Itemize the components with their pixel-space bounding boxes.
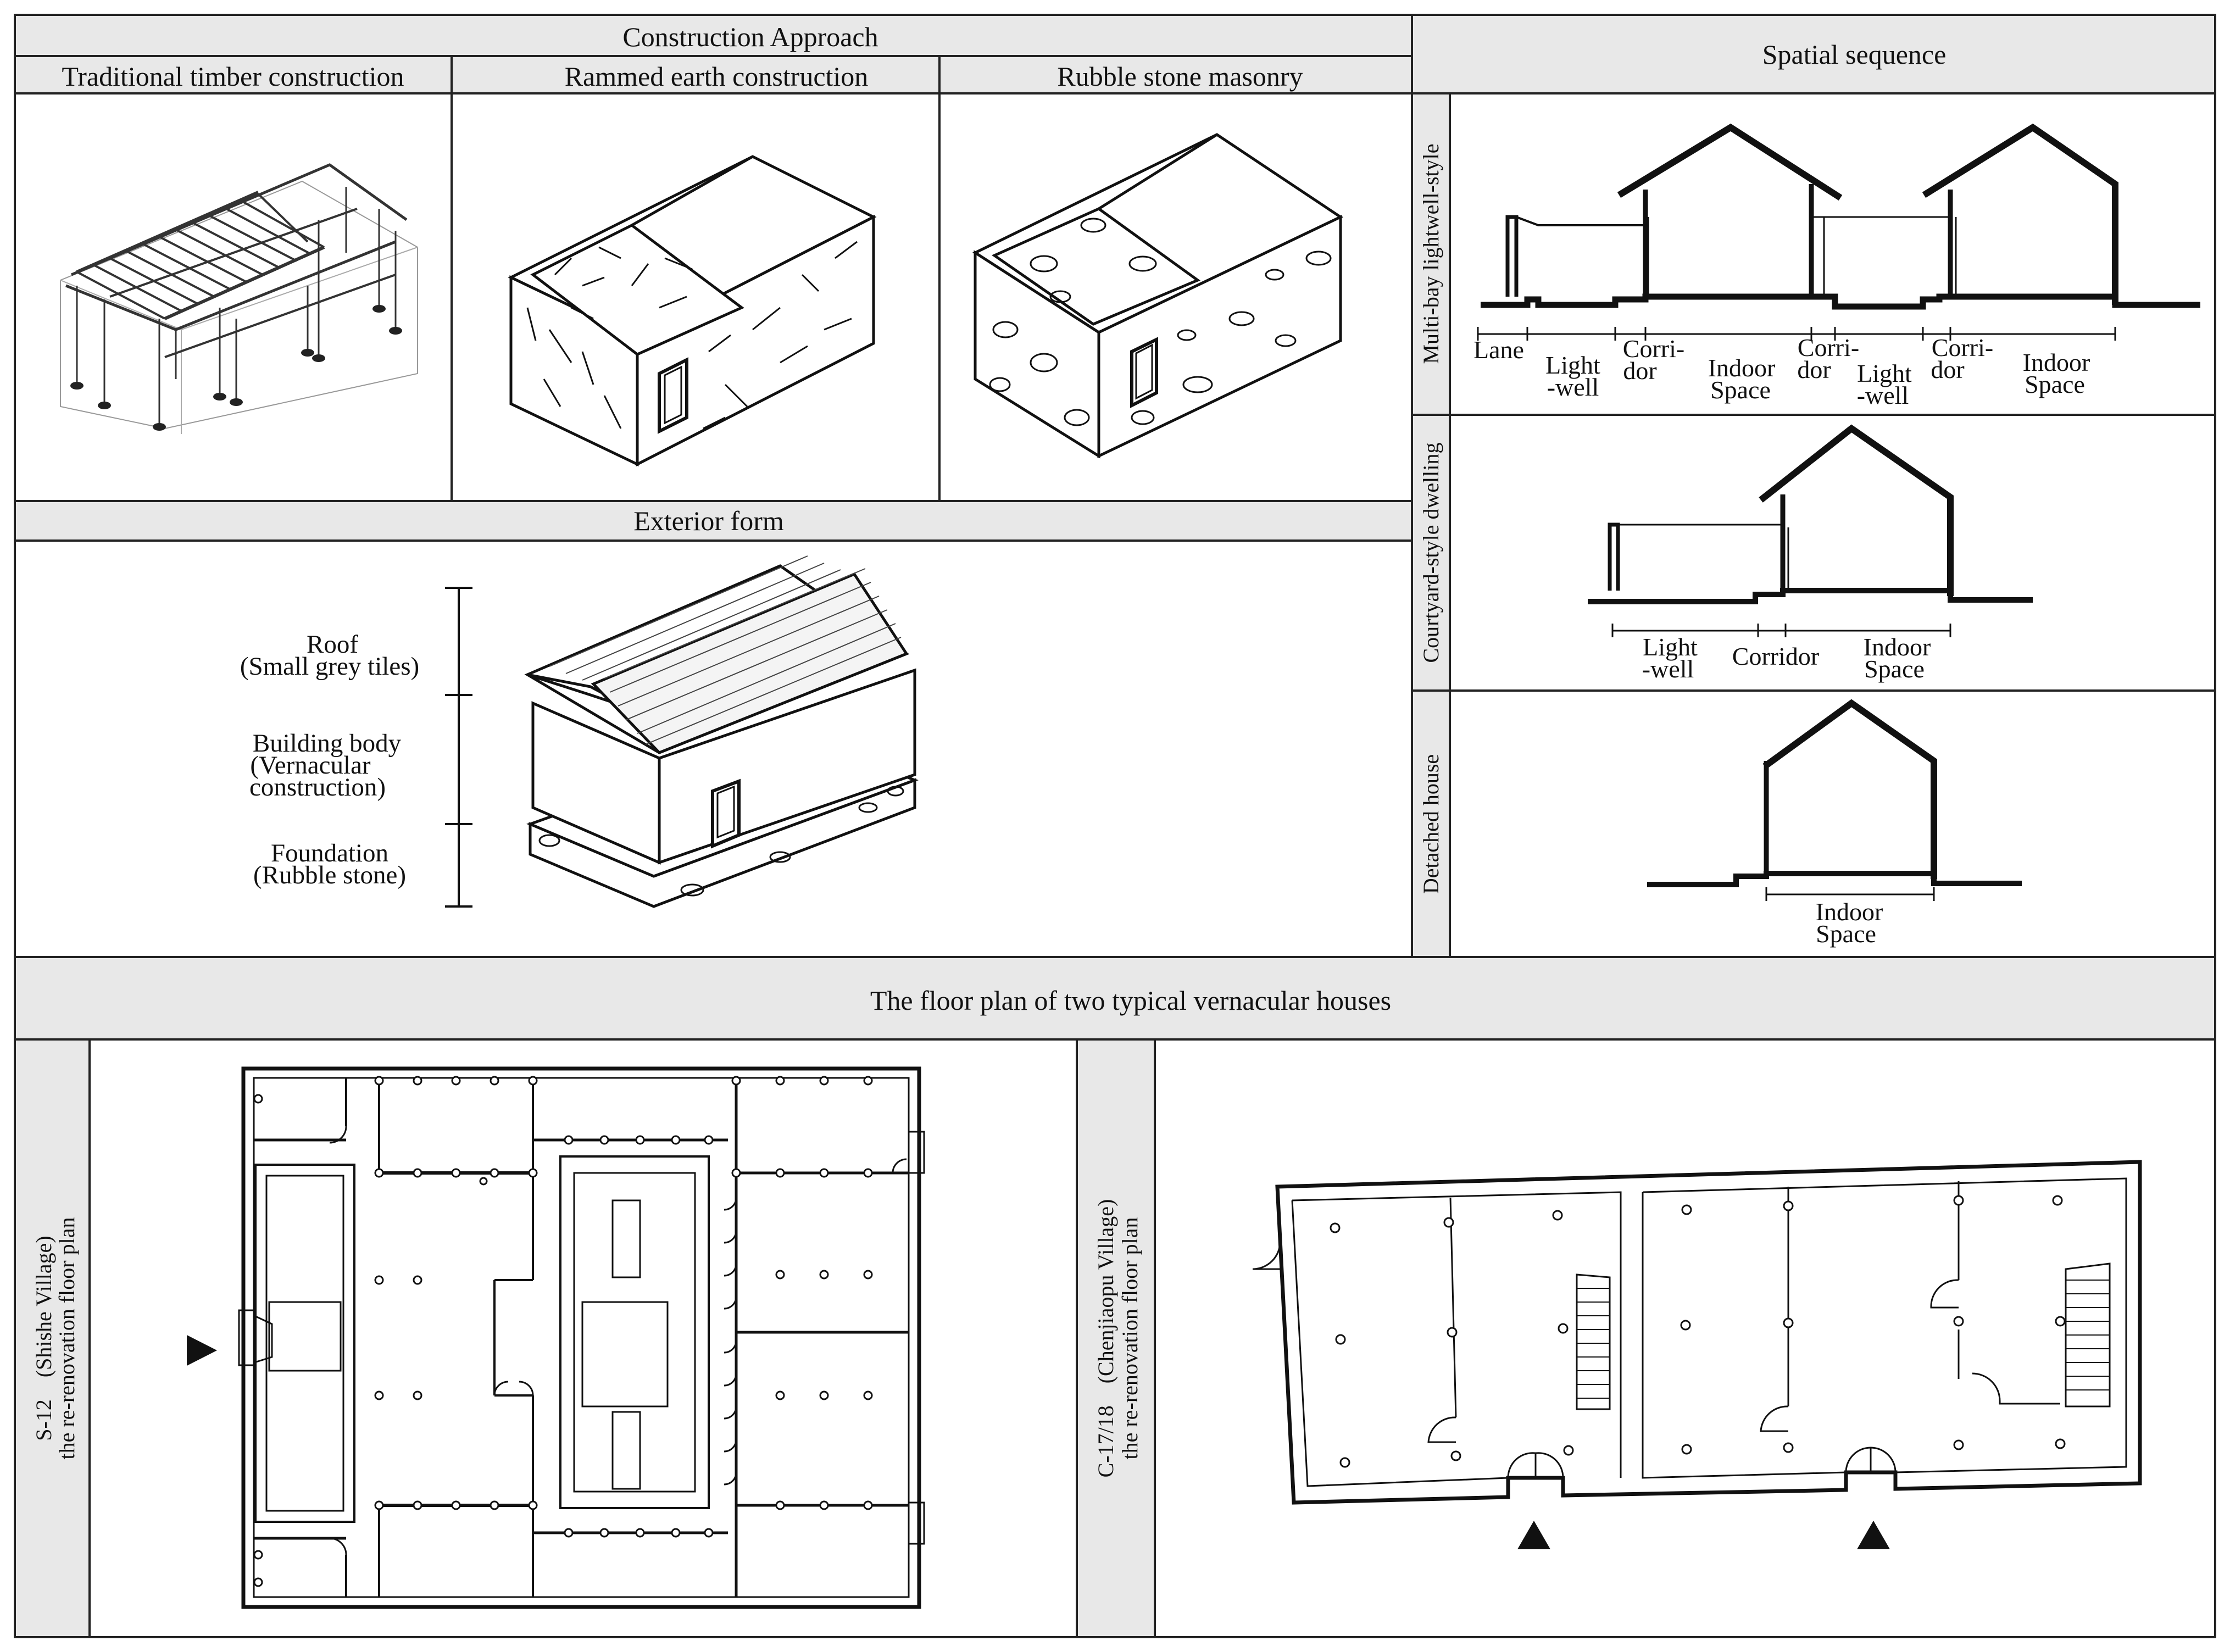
detached-indoor-b: Space <box>1816 920 1876 948</box>
multibay-corridor-3-b: dor <box>1931 355 1964 383</box>
side-bg-multibay <box>1412 93 1450 415</box>
multibay-indoor-2-b: Space <box>2025 370 2085 398</box>
hdr-bg-exterior <box>15 501 1412 541</box>
building-body-label: Building body <box>253 729 402 758</box>
multibay-lane-label: Lane <box>1473 336 1524 364</box>
foundation-label: Foundation <box>271 839 388 867</box>
courtyard-lightwell-a: Light <box>1643 633 1698 661</box>
multibay-section-drawing <box>1477 123 2200 341</box>
detached-indoor-a: Indoor <box>1816 898 1883 926</box>
exterior-form-house-drawing <box>524 555 919 908</box>
courtyard-indoor-b: Space <box>1864 655 1925 683</box>
building-body-sublabel-1: (Vernacular <box>250 751 371 780</box>
courtyard-indoor-a: Indoor <box>1864 633 1931 661</box>
side-bg-s12 <box>15 1039 90 1637</box>
s12-side-label-2: the re-renovation floor plan <box>54 1217 79 1460</box>
building-body-sublabel-2: construction) <box>249 773 386 802</box>
table-grid <box>14 14 2216 1638</box>
foundation-sublabel: (Rubble stone) <box>253 861 406 889</box>
roof-label: Roof <box>307 630 358 659</box>
spatial-sequence-header: Spatial sequence <box>1762 39 1947 70</box>
multibay-lightwell-1-a: Light <box>1545 351 1600 379</box>
earth-col-header: Rammed earth construction <box>565 61 869 92</box>
side-bg-detached <box>1412 691 1450 957</box>
timber-frame-drawing <box>60 163 418 434</box>
side-bg-c17 <box>1077 1039 1155 1637</box>
c17-side-label-2: the re-renovation floor plan <box>1117 1217 1142 1460</box>
courtyard-side-label: Courtyard-style dwelling <box>1419 442 1443 663</box>
rubble-stone-house-drawing <box>972 133 1344 459</box>
detached-side-label: Detached house <box>1419 754 1443 894</box>
s12-entrance-arrow-icon <box>187 1335 217 1366</box>
multibay-indoor-1-b: Space <box>1710 376 1771 404</box>
detached-section-drawing <box>1647 699 2022 901</box>
construction-approach-header: Construction Approach <box>622 21 878 52</box>
stone-col-header: Rubble stone masonry <box>1057 61 1303 92</box>
exterior-form-header: Exterior form <box>633 505 784 536</box>
s12-side-label-1: S-12 (Shishe Village) <box>31 1236 56 1441</box>
hdr-bg-spatial <box>1412 15 2215 93</box>
multibay-lightwell-1-b: -well <box>1547 373 1599 401</box>
hdr-bg-floorplan <box>15 957 2215 1039</box>
c17-entrance-arrow-icon-1 <box>1517 1521 1550 1549</box>
hdr-bg-construction <box>15 15 1412 56</box>
multibay-indoor-2-a: Indoor <box>2023 348 2090 376</box>
courtyard-lightwell-b: -well <box>1642 655 1694 683</box>
multibay-indoor-1-a: Indoor <box>1708 354 1776 382</box>
exterior-form-scale-bar <box>445 587 472 908</box>
s12-floor-plan <box>238 1066 925 1609</box>
courtyard-section-drawing <box>1588 424 2033 637</box>
multibay-corridor-1-b: dor <box>1623 357 1656 385</box>
multibay-corridor-2-a: Corri- <box>1798 333 1859 361</box>
c17-floor-plan <box>1252 1160 2142 1505</box>
timber-col-header: Traditional timber construction <box>62 61 404 92</box>
courtyard-corridor-label: Corridor <box>1732 642 1819 670</box>
rammed-earth-house-drawing <box>508 155 877 467</box>
multibay-lightwell-2-a: Light <box>1857 359 1912 387</box>
roof-sublabel: (Small grey tiles) <box>240 652 419 681</box>
multibay-corridor-1-a: Corri- <box>1623 335 1684 363</box>
multibay-corridor-2-b: dor <box>1797 355 1831 383</box>
hdr-bg-subcols <box>15 56 1412 93</box>
multibay-corridor-3-a: Corri- <box>1932 333 1993 361</box>
floorplan-header: The floor plan of two typical vernacular… <box>870 985 1391 1016</box>
side-bg-courtyard <box>1412 415 1450 691</box>
multibay-side-label: Multi-bay lightwell-style <box>1419 143 1443 364</box>
c17-entrance-arrow-icon-2 <box>1857 1521 1890 1549</box>
multibay-lightwell-2-b: -well <box>1857 381 1909 409</box>
c17-side-label-1: C-17/18 (Chenjiaopu Village) <box>1093 1199 1118 1478</box>
